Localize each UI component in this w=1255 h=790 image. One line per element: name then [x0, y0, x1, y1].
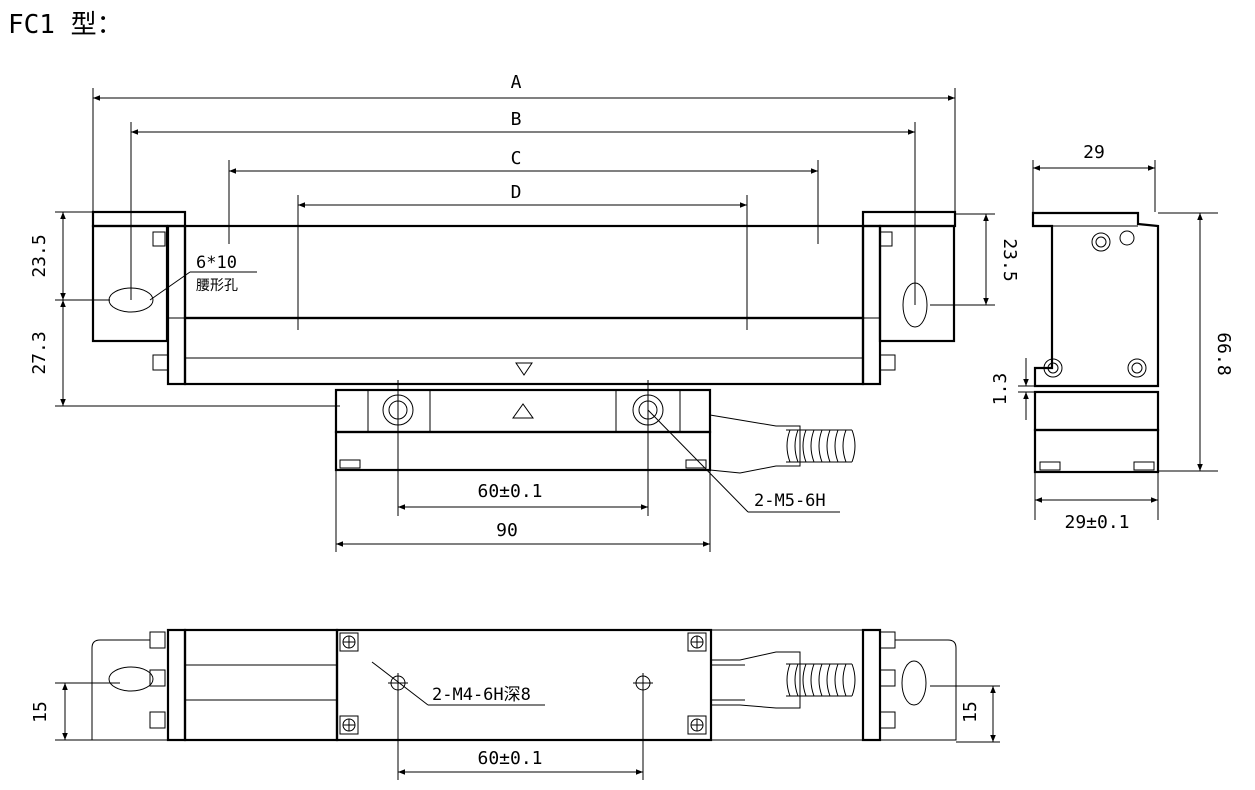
bottom-right-bracket [880, 639, 957, 741]
bottom-view: 15 15 60±0.1 2-M4-6H深8 [30, 628, 1000, 780]
dim-1-3: 1.3 [990, 373, 1011, 406]
dim-15-left: 15 [30, 701, 51, 723]
dim-d-label: D [511, 182, 522, 203]
side-head-top [1033, 390, 1160, 432]
reading-head-base [334, 430, 712, 472]
cable-sheath [709, 414, 801, 474]
marker-triangle-up [512, 403, 534, 419]
dim-a-label: A [511, 72, 522, 93]
dim-29-tol: 29±0.1 [1064, 512, 1129, 533]
front-view [91, 210, 957, 474]
right-bracket-flange [861, 210, 957, 228]
left-bracket-flange [91, 210, 187, 228]
dim-b-label: B [511, 109, 522, 130]
front-dimensions: A B C D 23.5 27.3 6*10 腰形孔 23.5 [29, 72, 1020, 552]
bottom-cable [711, 651, 801, 709]
dim-27-3: 27.3 [29, 331, 50, 374]
dim-c-label: C [511, 148, 522, 169]
dim-23-5-left: 23.5 [29, 234, 50, 277]
dim-66-8: 66.8 [1213, 332, 1234, 375]
marker-triangle-down [515, 362, 533, 376]
slot-size-label: 6*10 [196, 253, 237, 273]
right-bracket-body [878, 224, 956, 343]
drawing-title: FC1 型： [8, 10, 123, 40]
dim-90: 90 [496, 520, 518, 541]
dim-29: 29 [1083, 142, 1105, 163]
bottom-scale-body [183, 628, 339, 742]
right-end-cap [861, 224, 882, 386]
side-profile [1031, 211, 1160, 388]
m5-label: 2-M5-6H [754, 491, 826, 511]
dim-23-5-right: 23.5 [999, 238, 1020, 281]
dim-15-right: 15 [960, 701, 981, 723]
scale-body-upper [183, 224, 865, 320]
side-view: 29 66.8 1.3 29±0.1 [990, 142, 1234, 533]
side-head-base [1033, 428, 1160, 474]
m4-label: 2-M4-6H深8 [432, 685, 531, 705]
cable-spring [786, 429, 856, 463]
left-bracket-body [91, 224, 169, 343]
bottom-left-bracket [91, 639, 168, 741]
dim-60-top: 60±0.1 [477, 481, 542, 502]
left-end-cap [166, 224, 187, 386]
dim-60-bottom: 60±0.1 [477, 748, 542, 769]
slot-name-label: 腰形孔 [196, 278, 238, 294]
